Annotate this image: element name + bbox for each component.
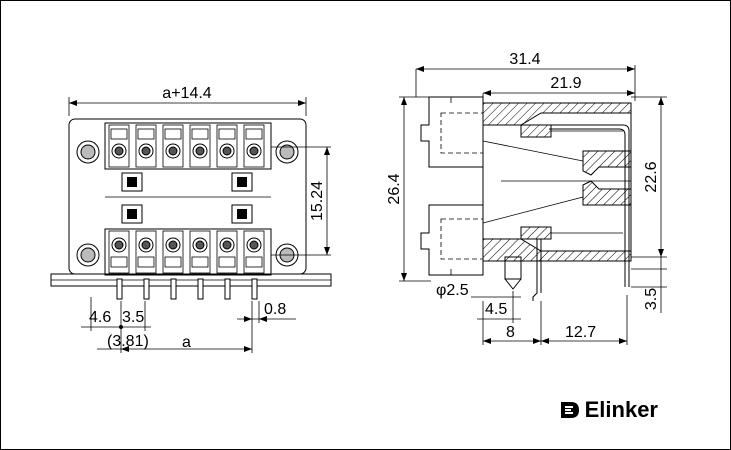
- pin-offset-label: 4.6: [89, 309, 111, 326]
- screw-icon: [165, 237, 181, 253]
- row-gap-label: 8: [506, 324, 515, 341]
- height-label: 26.4: [386, 173, 403, 204]
- mounting-hole-top-right: [275, 140, 299, 164]
- terminal-cell: [216, 124, 238, 168]
- bent-pins: [531, 124, 630, 301]
- screw-icon: [111, 143, 127, 159]
- dim-row-gap: 8: [483, 301, 542, 345]
- dim-body-length: 21.9: [482, 75, 635, 103]
- dim-total-length: 31.4: [415, 51, 636, 101]
- pin: [224, 278, 231, 300]
- latch-windows: [105, 172, 271, 224]
- pin-length-label: 3.5: [643, 288, 660, 310]
- screw-icon: [192, 237, 208, 253]
- screw-icon: [165, 143, 181, 159]
- row-pitch-label: 15.24: [309, 181, 326, 221]
- total-length-label: 31.4: [509, 51, 540, 68]
- screw-icon: [192, 143, 208, 159]
- terminal-cell: [243, 124, 265, 168]
- post-offset-label: 4.5: [485, 301, 507, 318]
- dim-row-pitch: 15.24: [271, 146, 331, 256]
- terminal-cell: [189, 230, 211, 274]
- pcb-pins: [116, 278, 258, 300]
- dim-pin-length: 3.5: [631, 257, 667, 313]
- header-body: [482, 102, 632, 262]
- front-view: a+14.4: [50, 85, 332, 353]
- mounting-hole-bottom-left: [76, 243, 100, 267]
- terminal-cell: [108, 230, 130, 274]
- pin: [251, 278, 258, 300]
- dim-post-offset: 4.5: [477, 291, 521, 345]
- span-label: a: [182, 334, 191, 351]
- terminal-cell: [135, 230, 157, 274]
- mounting-hole-top-left: [76, 140, 100, 164]
- terminal-cell: [108, 124, 130, 168]
- dim-overall-width: a+14.4: [68, 85, 307, 116]
- side-view: 31.4 21.9 26.4: [386, 51, 667, 345]
- pin: [197, 278, 204, 300]
- terminal-cell: [189, 124, 211, 168]
- screw-icon: [219, 143, 235, 159]
- dim-span: a: [97, 334, 252, 352]
- dim-post-diameter: φ2.5: [436, 282, 521, 299]
- terminal-cell: [216, 230, 238, 274]
- brand-logo: Elinker: [559, 397, 658, 423]
- pin: [143, 278, 150, 300]
- plug-housing: [420, 96, 484, 276]
- terminal-cell: [162, 124, 184, 168]
- screw-icon: [111, 237, 127, 253]
- terminal-cell: [135, 124, 157, 168]
- brand-name: Elinker: [584, 397, 658, 422]
- screw-icon: [138, 143, 154, 159]
- terminal-row-bottom: [104, 228, 272, 276]
- dim-pin-row-spacing: 12.7: [541, 295, 628, 345]
- pitch-alt-label: (3.81): [107, 333, 149, 350]
- dim-height: 26.4: [386, 96, 431, 282]
- pin-row-spacing-label: 12.7: [565, 324, 596, 341]
- body-length-label: 21.9: [550, 75, 581, 92]
- locating-post: [504, 256, 522, 290]
- dim-pin-offsets: 4.6 3.5 (3.81): [81, 297, 151, 353]
- pin: [116, 278, 123, 300]
- pin-width-label: 0.8: [264, 301, 286, 318]
- post-diameter-label: φ2.5: [436, 282, 469, 299]
- dim-pin-width: 0.8: [237, 301, 296, 353]
- screw-icon: [246, 237, 262, 253]
- inner-height-label: 22.6: [643, 161, 660, 192]
- screw-icon: [219, 237, 235, 253]
- elinker-logo-icon: [560, 402, 579, 418]
- dim-inner-height: 22.6: [631, 96, 667, 258]
- pitch-label: 3.5: [122, 309, 144, 326]
- terminal-row-top: [104, 122, 272, 170]
- terminal-cell: [243, 230, 265, 274]
- screw-icon: [246, 143, 262, 159]
- overall-width-label: a+14.4: [162, 85, 211, 102]
- pin: [170, 278, 177, 300]
- terminal-cell: [162, 230, 184, 274]
- screw-icon: [138, 237, 154, 253]
